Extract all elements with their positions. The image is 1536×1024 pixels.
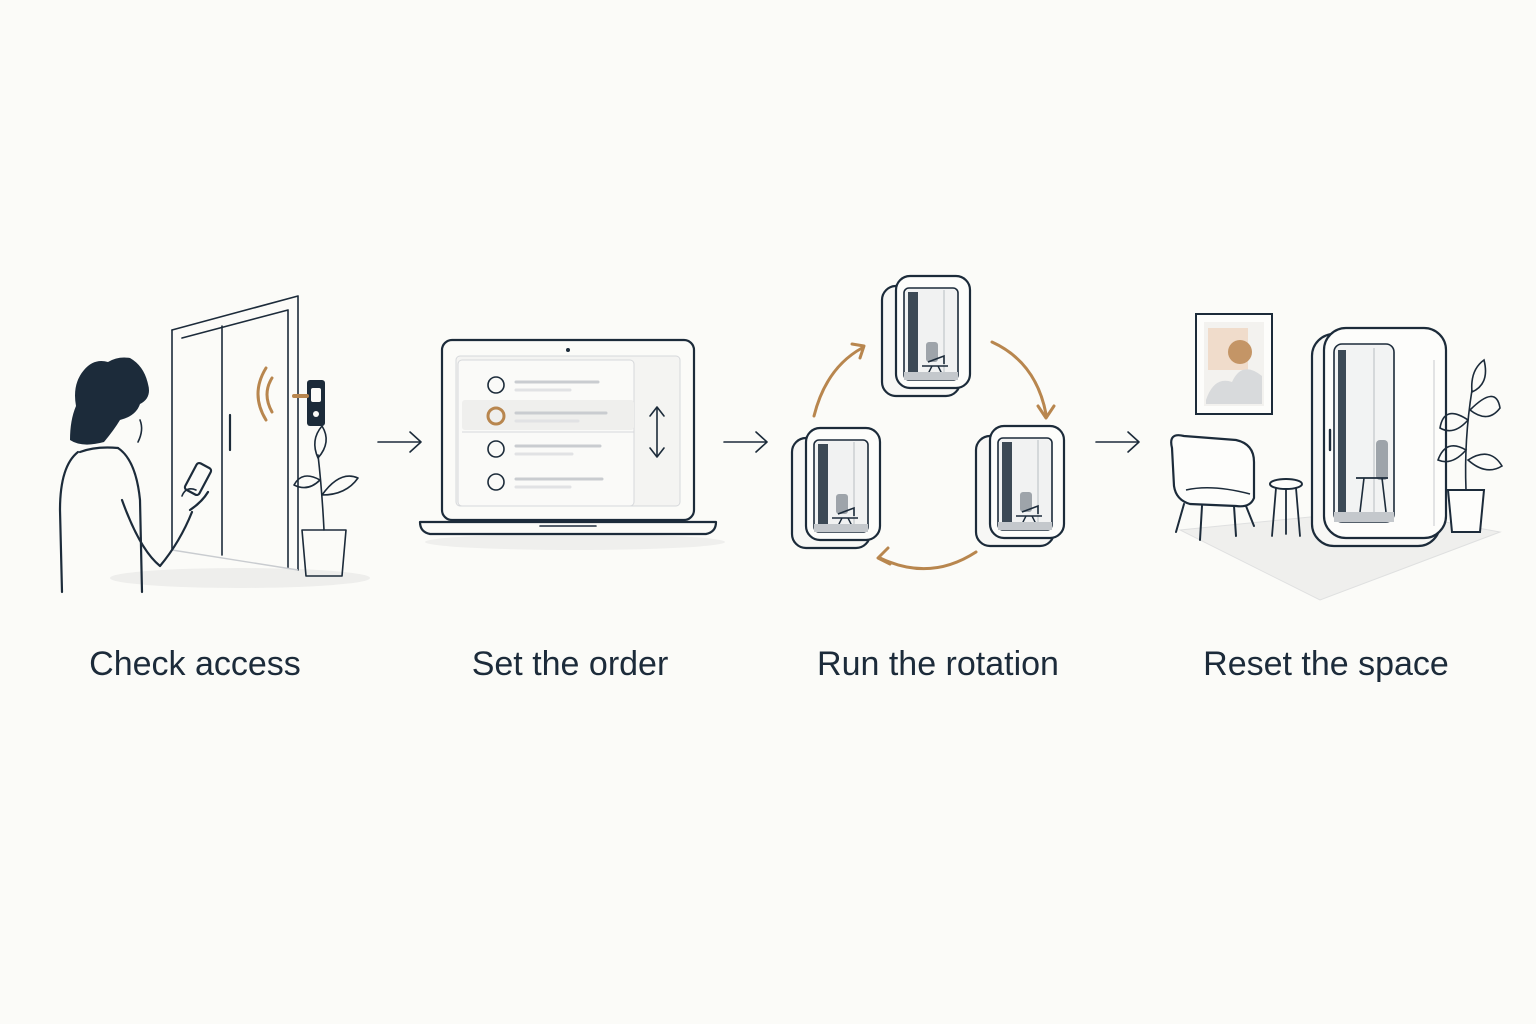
step-4-label: Reset the space (1203, 645, 1449, 683)
laptop-reorder-list-icon (418, 338, 725, 550)
right-arrow-icon (723, 431, 768, 453)
right-arrow-icon (377, 431, 422, 453)
lounge-booth-reset-icon (1170, 313, 1504, 601)
step-1-label: Check access (89, 645, 301, 683)
step-2-label: Set the order (471, 645, 669, 683)
flow-arrow-3 (1094, 424, 1144, 460)
step-1-illustration (40, 280, 380, 610)
step-2-illustration (410, 330, 740, 560)
step-3-label: Run the rotation (817, 645, 1059, 683)
person-phone-door-reader-icon (58, 295, 370, 594)
flow-arrow-1 (376, 424, 426, 460)
step-3-illustration (780, 266, 1080, 586)
flow-arrow-2 (722, 424, 772, 460)
booth-rotation-cycle-icon (790, 274, 1066, 571)
step-4-illustration (1150, 300, 1510, 610)
right-arrow-icon (1095, 431, 1140, 453)
